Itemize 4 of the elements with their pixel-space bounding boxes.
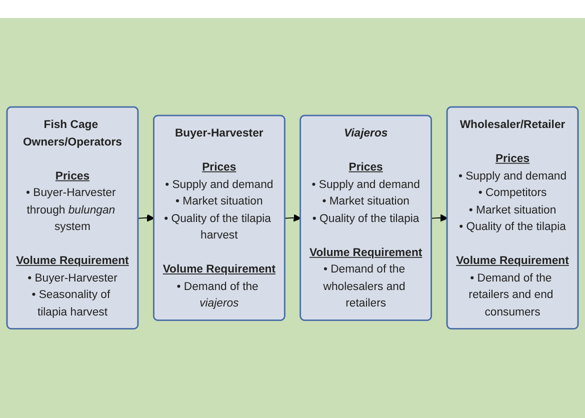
background-panel: Fish Cage Owners/Operators Prices • Buyer-Harvester through bulungan system Volume Requirement • Buyer-Harvester • Seasonality of tilapia harvest Buyer-Harvester Prices • Supply and demand • Market situation • Quality of the tilapia harvest Volume Requirement • Demand of the viajeros Viajeros Prices • Supply and demand • Market situation • Quality of the tilapia Volume Requirement • Demand of the wholesalers and retailers Wholesaler/Retailer Prices • Supply and demand • Competitors • Market situation • Quality of the tilapia Volume Requirement • Demand of the retailers and end consumers [0,18,585,418]
arrow [431,214,448,222]
arrow [284,214,302,222]
arrow [138,214,154,222]
